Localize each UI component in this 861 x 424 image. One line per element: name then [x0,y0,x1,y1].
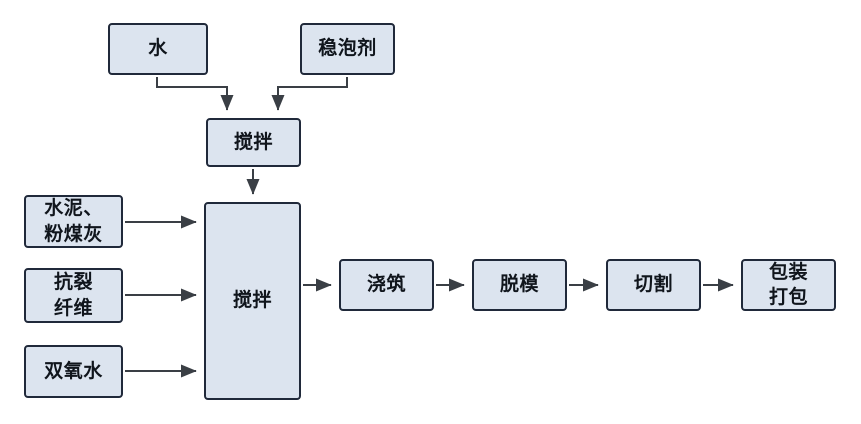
node-fiber[interactable]: 抗裂 纤维 [24,268,123,323]
node-cement[interactable]: 水泥、 粉煤灰 [24,195,123,248]
node-mix2[interactable]: 搅拌 [204,202,301,400]
node-pouring[interactable]: 浇筑 [339,259,434,311]
node-mix1[interactable]: 搅拌 [206,118,301,167]
node-stabilizer[interactable]: 稳泡剂 [300,23,395,75]
connector-stabilizer-to-mix1 [271,77,348,111]
node-demolding[interactable]: 脱模 [472,259,567,311]
node-cutting[interactable]: 切割 [606,259,701,311]
node-peroxide[interactable]: 双氧水 [24,345,123,398]
node-packaging[interactable]: 包装 打包 [741,259,836,311]
connector-water-to-mix1 [156,77,234,111]
node-water[interactable]: 水 [108,23,208,75]
